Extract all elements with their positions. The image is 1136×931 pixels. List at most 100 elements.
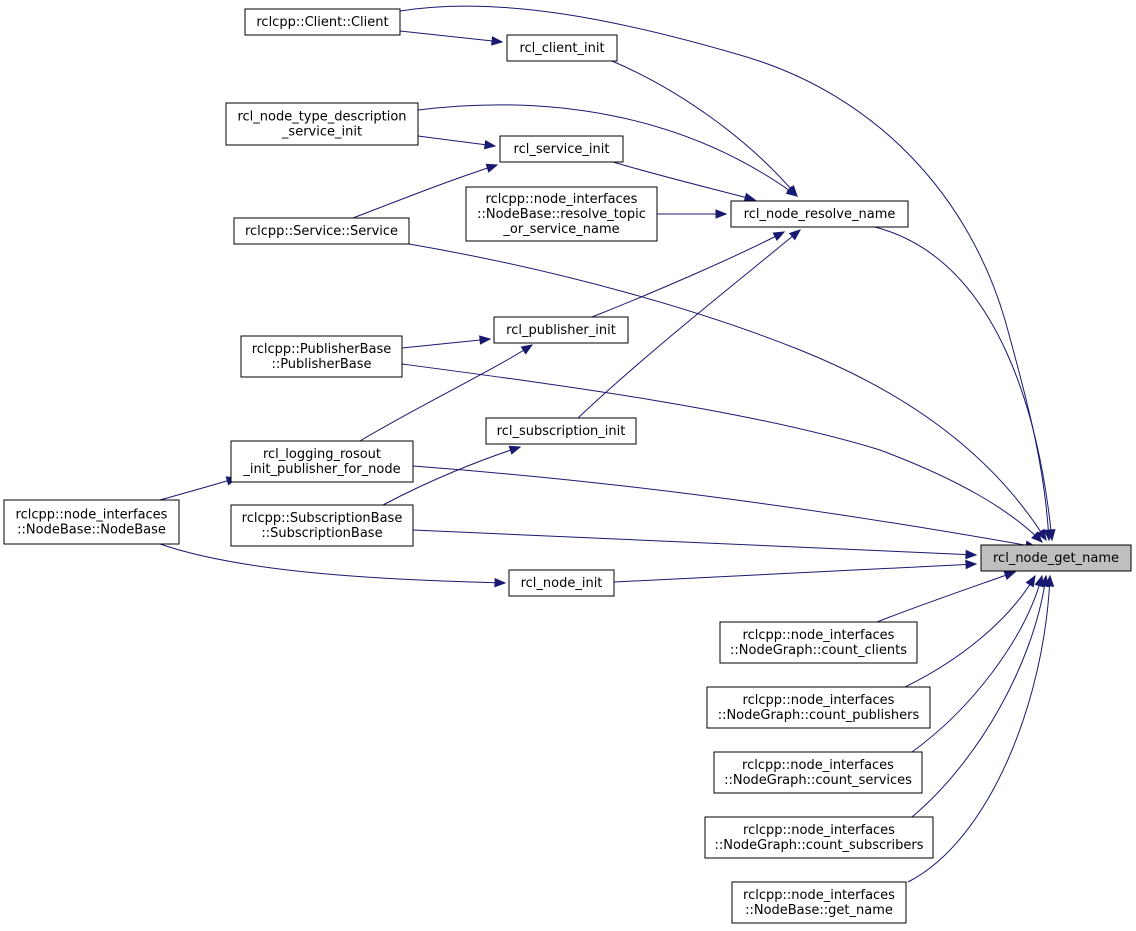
node-nodebase-get-name[interactable]: rclcpp::node_interfaces::NodeBase::get_n… bbox=[731, 881, 907, 924]
node-subscription-base[interactable]: rclcpp::SubscriptionBase::SubscriptionBa… bbox=[230, 504, 414, 547]
node-resolve-name[interactable]: rcl_node_resolve_name bbox=[730, 200, 909, 228]
edge-arrowhead bbox=[785, 186, 799, 197]
edge-service_service-to-get_name bbox=[408, 243, 1047, 542]
edge-subscription_base-to-subscription_init bbox=[382, 445, 522, 506]
node-label-line: rcl_logging_rosout bbox=[263, 447, 381, 462]
node-service-service[interactable]: rclcpp::Service::Service bbox=[233, 217, 410, 245]
node-count-subscribers[interactable]: rclcpp::node_interfaces::NodeGraph::coun… bbox=[704, 816, 934, 859]
node-label-line: rclcpp::node_interfaces bbox=[743, 693, 895, 708]
node-box bbox=[493, 316, 629, 344]
node-count-clients[interactable]: rclcpp::node_interfaces::NodeGraph::coun… bbox=[719, 621, 918, 664]
edge-arrowhead bbox=[1031, 531, 1043, 543]
node-label-line: rcl_node_type_description bbox=[237, 110, 406, 125]
node-label-line: rclcpp::node_interfaces bbox=[486, 192, 638, 207]
node-label-line: rclcpp::node_interfaces bbox=[742, 758, 894, 773]
node-box bbox=[706, 686, 931, 729]
node-label-line: rclcpp::node_interfaces bbox=[743, 823, 895, 838]
edge-line bbox=[613, 563, 977, 583]
node-label-line: ::NodeGraph::count_clients bbox=[730, 643, 907, 658]
edge-count_services-to-get_name bbox=[911, 574, 1044, 753]
node-box bbox=[731, 881, 907, 924]
edge-arrowhead bbox=[1046, 529, 1056, 542]
node-subscription-init[interactable]: rcl_subscription_init bbox=[485, 417, 637, 445]
edge-count_clients-to-get_name bbox=[876, 571, 1017, 623]
edge-client_init-to-resolve_name bbox=[611, 60, 798, 198]
node-box bbox=[499, 135, 624, 163]
edge-arrowhead bbox=[483, 139, 497, 150]
node-count-publishers[interactable]: rclcpp::node_interfaces::NodeGraph::coun… bbox=[706, 686, 931, 729]
node-count-services[interactable]: rclcpp::node_interfaces::NodeGraph::coun… bbox=[713, 751, 923, 794]
edge-line bbox=[904, 575, 1036, 688]
node-label-line: ::NodeGraph::count_publishers bbox=[718, 708, 920, 723]
edge-arrowhead bbox=[508, 445, 522, 455]
edge-arrowhead bbox=[1044, 574, 1055, 587]
edge-service_service-to-service_init bbox=[352, 163, 499, 219]
node-box bbox=[230, 440, 414, 483]
node-node-init[interactable]: rcl_node_init bbox=[508, 569, 615, 597]
edge-line bbox=[911, 575, 1043, 753]
edge-arrowhead bbox=[772, 231, 786, 242]
node-label-line: rclcpp::Client::Client bbox=[256, 15, 388, 30]
edge-arrowhead bbox=[1003, 571, 1017, 580]
node-label-line: ::PublisherBase bbox=[271, 357, 371, 372]
node-label-line: ::SubscriptionBase bbox=[261, 526, 382, 541]
node-box bbox=[225, 102, 419, 146]
node-box bbox=[506, 34, 618, 62]
edge-arrowhead bbox=[743, 192, 757, 202]
node-rosout[interactable]: rcl_logging_rosout_init_publisher_for_no… bbox=[230, 440, 414, 483]
edge-line bbox=[408, 243, 1047, 541]
node-box bbox=[233, 217, 410, 245]
node-label-line: ::NodeGraph::count_subscribers bbox=[714, 838, 923, 853]
edge-line bbox=[612, 161, 756, 201]
edge-arrowhead bbox=[965, 549, 978, 560]
edge-count_publishers-to-get_name bbox=[904, 574, 1036, 688]
node-label-line: rcl_service_init bbox=[514, 142, 610, 157]
edge-resolve_name-to-get_name bbox=[874, 226, 1056, 542]
node-label-line: ::NodeBase::resolve_topic bbox=[477, 207, 646, 222]
edge-line bbox=[876, 571, 1016, 623]
edge-arrowhead bbox=[1036, 528, 1047, 542]
node-resolve-topic[interactable]: rclcpp::node_interfaces::NodeBase::resol… bbox=[465, 186, 658, 242]
edge-line bbox=[874, 226, 1053, 541]
node-nodebase[interactable]: rclcpp::node_interfaces::NodeBase::NodeB… bbox=[3, 499, 180, 545]
node-box bbox=[244, 8, 401, 36]
edge-arrowhead bbox=[520, 344, 534, 355]
node-box bbox=[485, 417, 637, 445]
edge-line bbox=[159, 477, 238, 501]
node-publisher-init[interactable]: rcl_publisher_init bbox=[493, 316, 629, 344]
edge-arrowhead bbox=[965, 559, 978, 570]
edge-line bbox=[159, 543, 506, 584]
edge-line bbox=[399, 5, 1050, 541]
node-label-line: _service_init bbox=[281, 125, 362, 140]
node-box bbox=[980, 544, 1132, 572]
node-client-init[interactable]: rcl_client_init bbox=[506, 34, 618, 62]
edge-rosout-to-publisher_init bbox=[359, 344, 534, 442]
node-publisher-base[interactable]: rclcpp::PublisherBase::PublisherBase bbox=[240, 335, 403, 378]
edge-arrowhead bbox=[485, 163, 499, 173]
node-label-line: rcl_node_get_name bbox=[993, 551, 1119, 566]
node-label-line: ::NodeBase::get_name bbox=[745, 903, 893, 918]
node-label-line: rclcpp::PublisherBase bbox=[252, 342, 392, 357]
edge-line bbox=[911, 575, 1047, 818]
node-get-name: rcl_node_get_name bbox=[980, 544, 1132, 572]
edge-rosout-to-get_name bbox=[412, 465, 1038, 550]
node-type-desc[interactable]: rcl_node_type_description_service_init bbox=[225, 102, 419, 146]
edge-subscription_init-to-resolve_name bbox=[577, 229, 802, 419]
node-box bbox=[3, 499, 180, 545]
edge-arrowhead bbox=[715, 209, 728, 219]
edge-resolve_topic-to-resolve_name bbox=[657, 209, 728, 219]
node-box bbox=[713, 751, 923, 794]
node-label-line: rclcpp::Service::Service bbox=[245, 224, 398, 239]
node-box bbox=[240, 335, 403, 378]
edge-line bbox=[417, 104, 798, 197]
edge-arrowhead bbox=[1025, 574, 1036, 588]
edge-publisher_init-to-resolve_name bbox=[591, 231, 786, 318]
edge-arrowhead bbox=[479, 335, 492, 345]
node-box bbox=[704, 816, 934, 859]
edge-arrowhead bbox=[491, 36, 504, 46]
node-client-client[interactable]: rclcpp::Client::Client bbox=[244, 8, 401, 36]
node-label-line: rcl_node_resolve_name bbox=[744, 207, 896, 222]
node-service-init[interactable]: rcl_service_init bbox=[499, 135, 624, 163]
edge-arrowhead bbox=[788, 229, 802, 241]
